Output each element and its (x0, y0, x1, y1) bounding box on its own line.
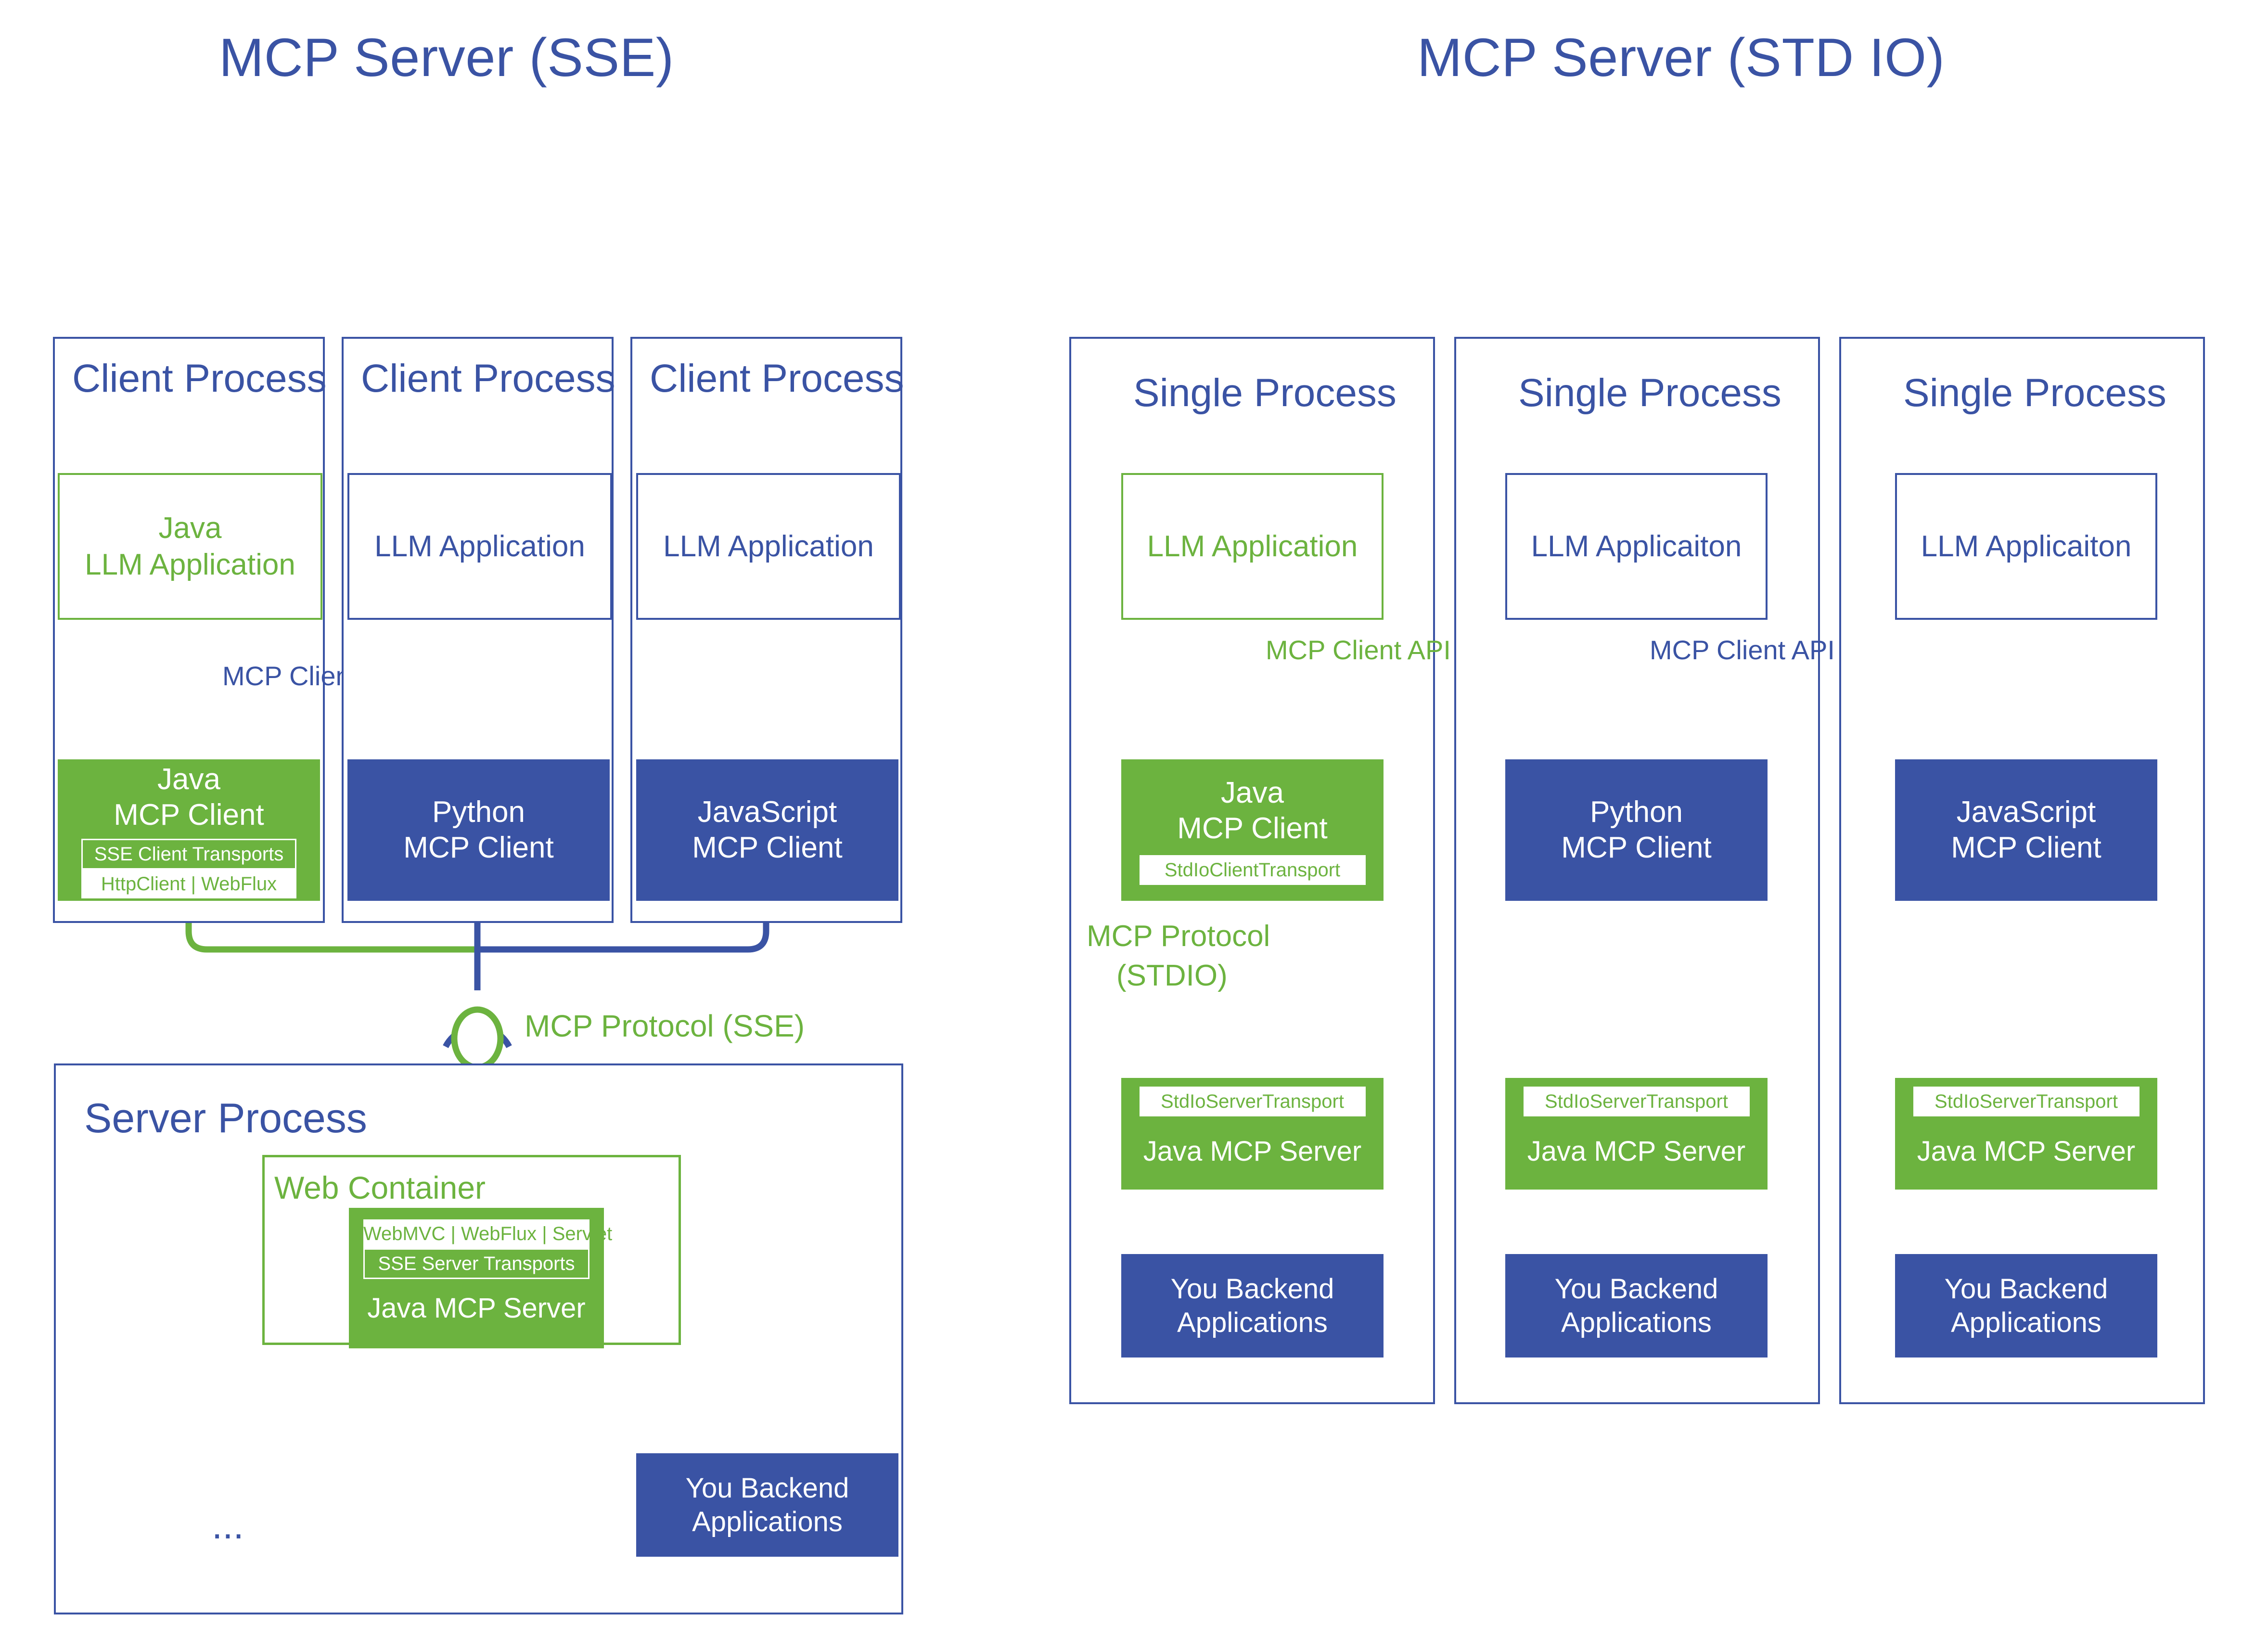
app-box-label: LLM Application (1147, 529, 1358, 563)
right-panel-title: MCP Server (STD IO) (1417, 27, 1945, 88)
mcp-client-api-label-r1: MCP Client API (1266, 635, 1451, 665)
python-mcp-client-line2: MCP Client (403, 831, 554, 864)
backend-line1: You Backend (1944, 1273, 2108, 1305)
java-mcp-server-box-r1: StdIoServerTransport Java MCP Server (1121, 1078, 1384, 1190)
sse-client-transports-detail: HttpClient | WebFlux (81, 870, 296, 899)
backend-line2: Applications (1177, 1306, 1328, 1338)
left-panel-title: MCP Server (SSE) (219, 27, 674, 88)
stdio-server-transport-strip: StdIoServerTransport (1913, 1087, 2140, 1116)
mcp-protocol-stdio-label-line2: (STDIO) (1116, 959, 1228, 992)
sse-server-transports-strip: SSE Server Transports (363, 1248, 589, 1279)
sse-client-transports-strip: SSE Client Transports (81, 839, 296, 870)
javascript-mcp-client-line1: JavaScript (697, 795, 837, 829)
client-process-label-3: Client Process (650, 357, 904, 400)
java-mcp-server-title: Java MCP Server (1527, 1136, 1746, 1167)
javascript-mcp-client-line2: MCP Client (1951, 831, 2101, 864)
mcp-protocol-sse-label: MCP Protocol (SSE) (525, 1009, 805, 1043)
app-box-label: LLM Application (374, 529, 585, 563)
you-backend-applications-box-sse: You Backend Applications (636, 1453, 898, 1557)
server-process-label: Server Process (84, 1095, 367, 1141)
java-mcp-server-title: Java MCP Server (1917, 1136, 2136, 1167)
llm-application-box-2: LLM Application (347, 473, 612, 620)
java-mcp-server-title: Java MCP Server (367, 1293, 586, 1324)
backend-line2: Applications (692, 1506, 843, 1537)
more-items-ellipsis: ... (212, 1504, 244, 1547)
java-mcp-server-box-r2: StdIoServerTransport Java MCP Server (1505, 1078, 1768, 1190)
mcp-client-api-label-r2: MCP Client API (1650, 635, 1835, 665)
java-mcp-client-box-r1: Java MCP Client StdIoClientTransport (1121, 759, 1384, 901)
backend-line2: Applications (1951, 1306, 2101, 1338)
client-process-label-1: Client Process (72, 357, 327, 400)
app-box-label: LLM Application (663, 529, 874, 563)
java-mcp-client-line1: Java (157, 762, 220, 796)
app-box-label: LLM Applicaiton (1531, 529, 1742, 563)
backend-line1: You Backend (1170, 1273, 1334, 1305)
stdio-server-transport-strip: StdIoServerTransport (1523, 1087, 1750, 1116)
llm-application-box-r1: LLM Application (1121, 473, 1384, 620)
python-mcp-client-line1: Python (1589, 795, 1683, 829)
llm-application-box-r3: LLM Applicaiton (1895, 473, 2157, 620)
single-process-label-2: Single Process (1518, 371, 1781, 415)
backend-line1: You Backend (685, 1472, 849, 1504)
sse-server-transports-detail: WebMVC | WebFlux | Servlet (363, 1219, 612, 1248)
javascript-mcp-client-box: JavaScript MCP Client (636, 759, 898, 901)
app-box-line2: LLM Application (85, 548, 295, 581)
java-mcp-client-line1: Java (1221, 776, 1284, 809)
database-label: DBs (444, 1507, 508, 1544)
python-mcp-client-box: Python MCP Client (347, 759, 610, 901)
javascript-mcp-client-line2: MCP Client (692, 831, 843, 864)
llm-application-box-r2: LLM Applicaiton (1505, 473, 1768, 620)
stdio-server-transport-strip: StdIoServerTransport (1139, 1087, 1366, 1116)
llm-application-box-3: LLM Application (636, 473, 901, 620)
backend-line1: You Backend (1554, 1273, 1718, 1305)
backend-line2: Applications (1561, 1306, 1712, 1338)
java-mcp-client-box: Java MCP Client SSE Client Transports Ht… (58, 759, 320, 901)
app-box-label: LLM Applicaiton (1921, 529, 2132, 563)
you-backend-applications-box-r2: You Backend Applications (1505, 1254, 1768, 1357)
you-backend-applications-box-r3: You Backend Applications (1895, 1254, 2157, 1357)
python-mcp-client-box-r2: Python MCP Client (1505, 759, 1768, 901)
javascript-mcp-client-line1: JavaScript (1956, 795, 2096, 829)
python-mcp-client-line1: Python (432, 795, 525, 829)
single-process-label-1: Single Process (1133, 371, 1396, 415)
java-mcp-client-line2: MCP Client (1177, 812, 1328, 845)
client-process-label-2: Client Process (361, 357, 615, 400)
java-mcp-server-box-sse: WebMVC | WebFlux | Servlet SSE Server Tr… (349, 1208, 612, 1348)
java-mcp-server-box-r3: StdIoServerTransport Java MCP Server (1895, 1078, 2157, 1190)
stdio-client-transport-strip: StdIoClientTransport (1139, 855, 1366, 885)
mcp-protocol-stdio-label-line1: MCP Protocol (1087, 920, 1270, 953)
you-backend-applications-box-r1: You Backend Applications (1121, 1254, 1384, 1357)
ball-and-socket-sse-protocol (443, 1006, 512, 1071)
single-process-label-3: Single Process (1903, 371, 2166, 415)
java-llm-application-box-1: Java LLM Application (58, 473, 322, 620)
web-container-label: Web Container (274, 1170, 486, 1205)
java-mcp-server-title: Java MCP Server (1143, 1136, 1362, 1167)
python-mcp-client-line2: MCP Client (1561, 831, 1712, 864)
javascript-mcp-client-box-r3: JavaScript MCP Client (1895, 759, 2157, 901)
app-box-line1: Java (158, 511, 222, 545)
java-mcp-client-line2: MCP Client (114, 798, 264, 832)
